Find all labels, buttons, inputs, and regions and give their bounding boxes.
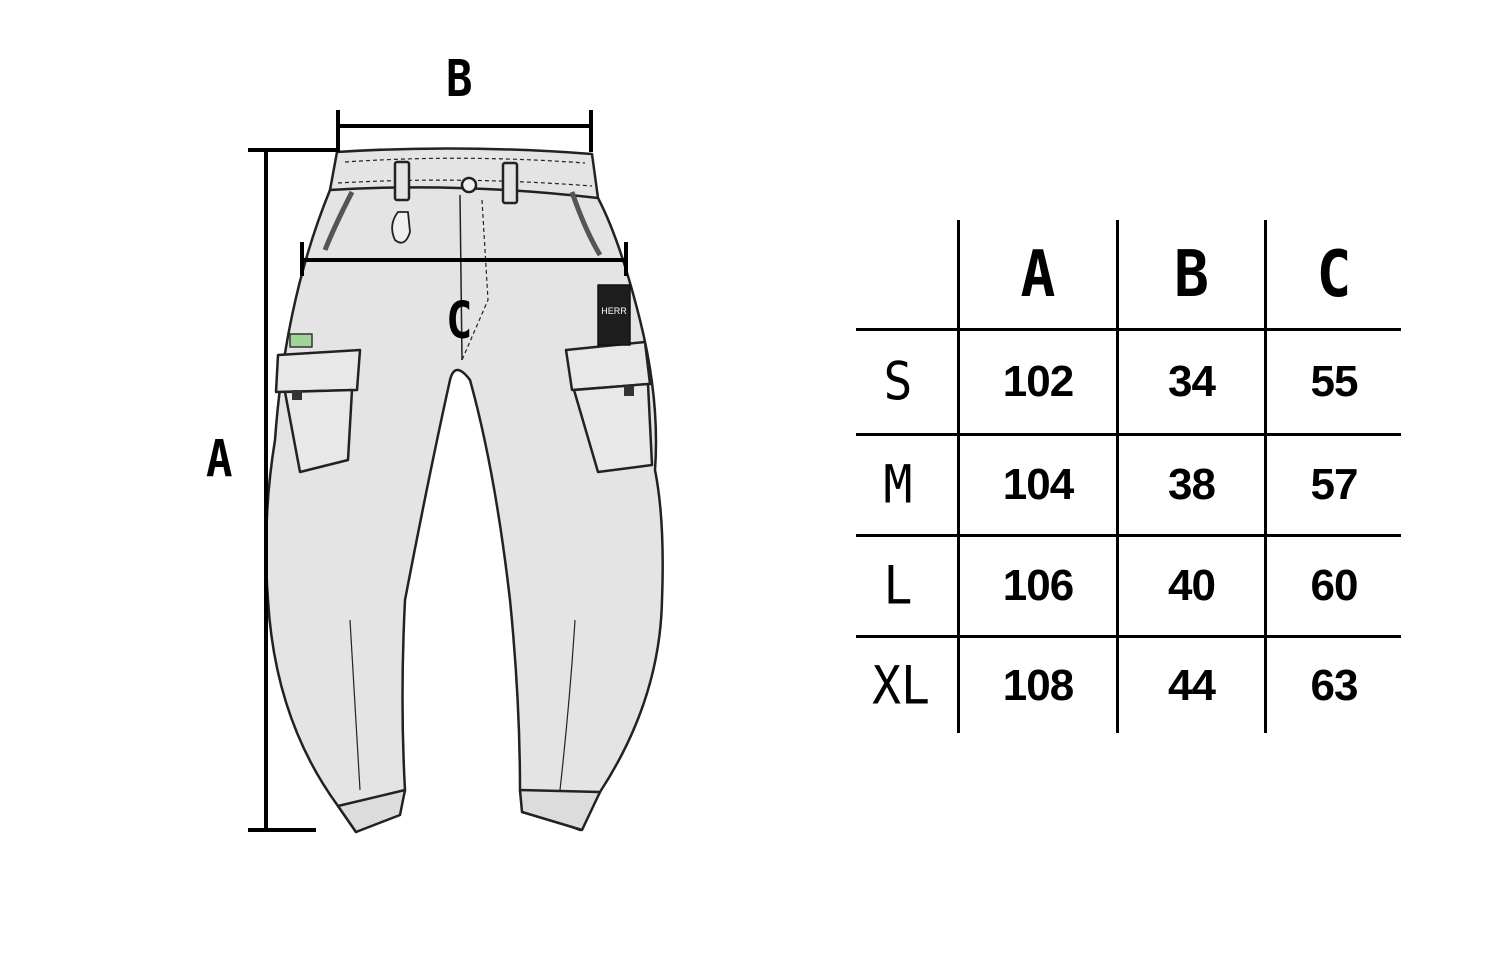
measurement-a: 102 xyxy=(1002,357,1074,406)
measurement-b: 34 xyxy=(1168,357,1216,406)
carabiner xyxy=(391,211,411,244)
dimension-a-label: A xyxy=(206,430,233,489)
measurement-c: 57 xyxy=(1310,460,1359,509)
header-c: C xyxy=(1316,236,1352,312)
dimension-b-line xyxy=(336,110,593,152)
measurement-a: 106 xyxy=(1002,561,1074,610)
right-cargo-pocket xyxy=(572,382,654,474)
left-cargo-flap xyxy=(274,348,362,394)
right-slant-pocket xyxy=(569,191,603,257)
left-cargo-pocket xyxy=(283,388,354,474)
belt-loop-left xyxy=(393,160,411,202)
size-label: L xyxy=(883,555,913,617)
header-b: B xyxy=(1174,236,1209,312)
dimension-b-label: B xyxy=(446,50,473,109)
measurement-a: 104 xyxy=(1002,460,1074,509)
dimension-lines xyxy=(248,110,628,832)
header-a: A xyxy=(1020,236,1056,312)
left-cuff xyxy=(336,788,407,834)
pants-body xyxy=(264,186,664,834)
grid-hline-4 xyxy=(856,635,1401,638)
waist-button xyxy=(460,176,478,194)
dimension-c-label: C xyxy=(446,292,473,351)
size-label: XL xyxy=(872,654,930,717)
garment-tag-text: HERR xyxy=(601,306,627,316)
measurement-b: 38 xyxy=(1168,460,1216,509)
measurement-a: 108 xyxy=(1002,660,1074,710)
size-chart-table: A B C S 102 34 55 M 104 38 57 L 106 40 6… xyxy=(856,220,1401,733)
right-cuff xyxy=(518,788,602,832)
measurement-c: 55 xyxy=(1310,357,1359,406)
grid-hline-2 xyxy=(856,433,1401,436)
left-slant-pocket xyxy=(322,190,355,251)
grid-vline-2 xyxy=(1116,220,1119,733)
size-label: S xyxy=(883,351,913,413)
green-patch xyxy=(289,333,313,348)
grid-vline-1 xyxy=(957,220,960,733)
measurement-c: 60 xyxy=(1310,561,1359,610)
size-label: M xyxy=(883,454,913,516)
grid-hline-3 xyxy=(856,534,1401,537)
belt-loop-right xyxy=(501,161,519,205)
measurement-c: 63 xyxy=(1310,660,1359,710)
garment-tag xyxy=(597,284,631,346)
grid-hline-1 xyxy=(856,328,1401,331)
dimension-a-line xyxy=(248,148,338,832)
measurement-b: 40 xyxy=(1168,561,1216,610)
measurement-b: 44 xyxy=(1168,660,1216,710)
dimension-c-line xyxy=(300,242,628,276)
pants-illustration: HERR xyxy=(264,147,664,834)
right-cargo-flap xyxy=(564,340,652,392)
grid-vline-3 xyxy=(1264,220,1267,733)
